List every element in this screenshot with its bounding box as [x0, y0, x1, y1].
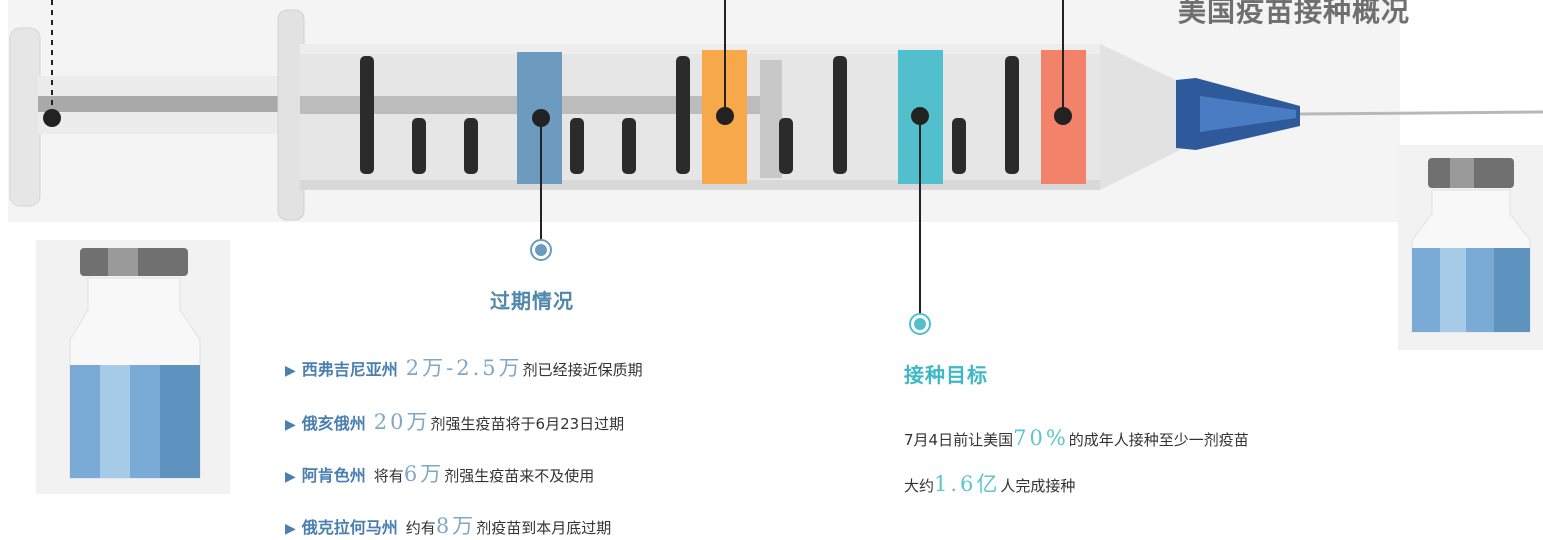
- scale-marks: [360, 56, 1019, 174]
- needle: [1299, 110, 1543, 116]
- expire-heading: 过期情况: [490, 289, 574, 313]
- target-number: 70%: [1013, 426, 1069, 450]
- barrel: [300, 44, 1100, 190]
- plunger-cap: [9, 27, 41, 207]
- bullet-arrow-icon: ▶: [285, 521, 296, 537]
- expire-item: ▶ 阿肯色州 将有 6万 剂强生疫苗来不及使用: [285, 458, 594, 488]
- expire-prefix: 将有: [373, 467, 404, 485]
- target-suffix: 人完成接种: [1000, 477, 1076, 495]
- expire-item: ▶ 俄亥俄州 20万 剂强生疫苗将于6月23日过期: [285, 406, 624, 436]
- blue-dot: [532, 109, 550, 127]
- expire-item: ▶ 西弗吉尼亚州 2万-2.5万 剂已经接近保质期: [285, 352, 643, 382]
- dose-number: 20万: [373, 410, 431, 434]
- rubber-stopper: [760, 60, 782, 178]
- dose-number: 6万: [403, 462, 445, 486]
- expire-text: 剂强生疫苗来不及使用: [444, 467, 595, 485]
- expire-text: 剂已经接近保质期: [522, 361, 643, 379]
- plunger-dot: [43, 109, 61, 127]
- state-name: 俄亥俄州: [301, 414, 366, 433]
- state-name: 阿肯色州: [301, 466, 366, 485]
- plunger-rod-core: [38, 96, 288, 112]
- target-line-1: 7月4日前让美国 70% 的成年人接种至少一剂疫苗: [904, 426, 1249, 456]
- barrel-nose: [1100, 44, 1180, 190]
- state-name: 西弗吉尼亚州: [301, 360, 398, 379]
- barrel-top-edge: [300, 44, 1100, 54]
- vial-right: [1398, 145, 1543, 350]
- expire-text: 剂强生疫苗将于6月23日过期: [430, 415, 625, 433]
- dose-number: 8万: [435, 514, 477, 538]
- target-heading: 接种目标: [904, 363, 988, 387]
- expire-item: ▶ 俄克拉何马州 约有 8万 剂疫苗到本月底过期: [285, 510, 611, 540]
- orange-dot: [716, 107, 734, 125]
- page-title: 美国疫苗接种概况: [1178, 0, 1411, 28]
- target-number: 1.6亿: [934, 472, 1001, 496]
- bullet-arrow-icon: ▶: [285, 417, 296, 433]
- expire-prefix: 约有: [405, 519, 436, 537]
- target-prefix: 大约: [904, 477, 935, 495]
- target-prefix: 7月4日前让美国: [904, 431, 1014, 449]
- bullet-arrow-icon: ▶: [285, 363, 296, 379]
- vial-left: [36, 240, 230, 494]
- barrel-bottom-edge: [300, 180, 1100, 190]
- teal-dot: [911, 107, 929, 125]
- bullet-arrow-icon: ▶: [285, 469, 296, 485]
- target-line-2: 大约 1.6亿 人完成接种: [904, 468, 1075, 498]
- dose-number: 2万-2.5万: [405, 356, 523, 380]
- expire-text: 剂疫苗到本月底过期: [476, 519, 612, 537]
- coral-dot: [1054, 107, 1072, 125]
- target-suffix: 的成年人接种至少一剂疫苗: [1068, 431, 1249, 449]
- needle-hub-highlight: [1200, 96, 1296, 132]
- state-name: 俄克拉何马州: [301, 518, 398, 537]
